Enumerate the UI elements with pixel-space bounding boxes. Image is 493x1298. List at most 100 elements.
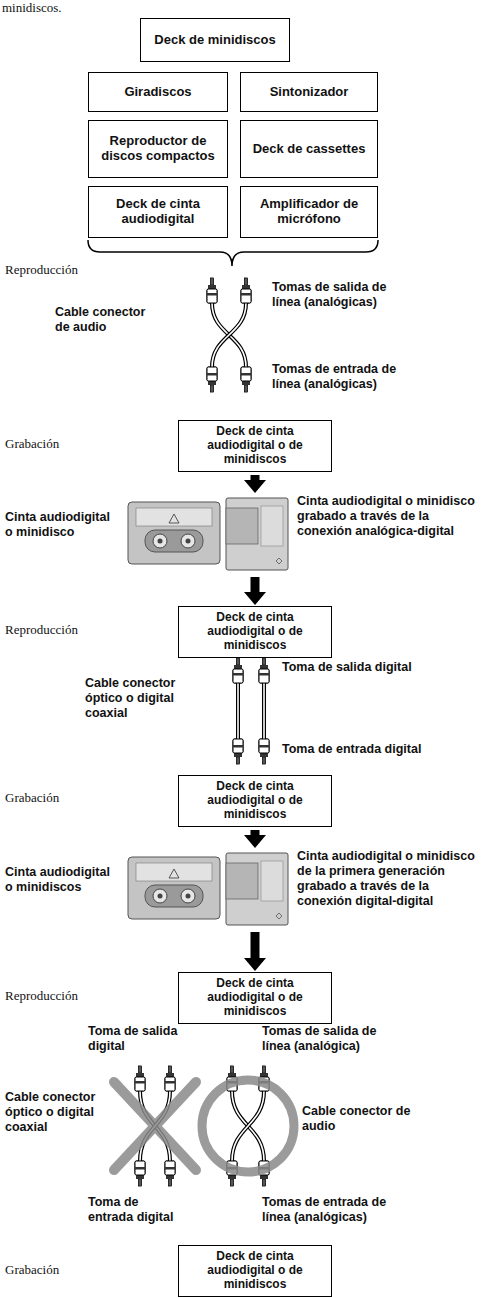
cable-wire [262,683,266,739]
plug-pin [245,278,248,285]
cable-wire [212,303,246,367]
device-box: Amplificador de micrófono [240,186,378,238]
cassette-reel [181,889,195,903]
plug-collar [208,381,216,385]
plug-pin [263,1179,266,1186]
plug-pin [263,658,266,665]
plug-band [259,673,269,676]
plug-body [207,289,217,303]
box-label: Sintonizador [270,85,349,100]
arrow-shaft [251,577,260,593]
arrow-head [244,480,266,493]
cassette-window [145,530,203,552]
plug-collar [260,1073,268,1077]
plug-pin [263,1066,266,1073]
plug-band [207,293,217,296]
plug-pin [211,385,214,392]
plug-body [135,1161,145,1175]
cassette-window [145,885,203,907]
plug-collar [242,285,250,289]
jack-label: Tomas de entrada de línea (analógicas) [262,1195,407,1225]
box-label: Deck de cinta audiodigital o de minidisc… [183,425,327,466]
plug-body [259,739,269,753]
cable-wire [263,683,265,739]
plug-collar [166,1073,174,1077]
plug-body [241,367,251,381]
plug-band [135,1167,145,1170]
box-label: Deck de cinta audiodigital o de minidisc… [183,611,327,652]
plug-pin [237,658,240,665]
jack-label: Tomas de entrada de línea (analógicas) [272,362,417,392]
plug-collar [242,285,250,289]
jack-label: Toma de entrada digital [88,1195,180,1225]
plug-band [233,745,243,748]
plug-pin [211,385,214,392]
plug-collar [260,665,268,669]
media-label: Cinta audiodigital o minidisco grabado a… [297,494,487,539]
flow-arrow [244,932,266,971]
box-label: Deck de minidiscos [154,33,275,48]
cassette-mark [169,514,179,523]
tape-minidisc-picture [127,496,292,574]
arrow-head [244,958,266,971]
cable-label: Cable conector de audio [55,305,160,335]
box-label: Deck de cinta audiodigital [93,197,223,227]
plug-collar [136,1175,144,1179]
plug-collar [166,1175,174,1179]
plug-pin [169,1179,172,1186]
plug-collar [136,1073,144,1077]
plug-collar [242,381,250,385]
minidisc-shell [226,853,288,925]
cable-wire [237,683,239,739]
plug-collar [228,1175,236,1179]
plug-band [241,293,251,296]
cassette-reel [153,889,167,903]
plug-band [259,673,269,676]
plug-body [165,1161,175,1175]
plug-band [241,373,251,376]
minidisc-mark [276,913,282,919]
plug-collar [166,1175,174,1179]
jack-label: Tomas de salida de línea (analógicas) [272,280,417,310]
device-box: Giradiscos [88,72,228,112]
plug-collar [234,753,242,757]
plug-collar [166,1073,174,1077]
device-box: Sintonizador [240,72,378,112]
plug-collar [228,1073,236,1077]
plug-body [233,669,243,683]
plug-pin [211,278,214,285]
plug-pin [139,1179,142,1186]
cassette-reel [153,534,167,548]
cable-label: Cable conector de audio [302,1104,412,1134]
plug-body [207,289,217,303]
device-box: Deck de cassettes [240,120,378,178]
media-illustration: Cinta audiodigital o minidiscoCinta audi… [5,494,488,574]
plug-body [259,739,269,753]
plug-band [233,673,243,676]
plug-pin [231,1179,234,1186]
media-illustration: Cinta audiodigital o minidiscosCinta aud… [5,849,488,929]
plug-band [207,373,217,376]
plug-collar [260,665,268,669]
device-box: Deck de cinta audiodigital o de minidisc… [178,1245,332,1297]
plug-pin [231,1179,234,1186]
plug-pin [263,757,266,764]
plug-pin [245,385,248,392]
device-box: Deck de cinta audiodigital o de minidisc… [178,606,332,658]
plug-pin [139,1066,142,1073]
cable-wire [212,303,246,367]
plug-collar [234,665,242,669]
plug-band [259,745,269,748]
plug-pin [139,1179,142,1186]
cable-wire [232,1091,264,1161]
cassette-shell [128,502,220,564]
plug-body [207,367,217,381]
stage-label: Grabación [5,790,115,806]
box-label: Deck de cinta audiodigital o de minidisc… [183,977,327,1018]
plug-band [241,293,251,296]
cable-illustration [207,278,251,392]
box-label: Deck de cinta audiodigital o de minidisc… [183,780,327,821]
prohibited-mark [114,1082,196,1170]
minidisc-label [261,861,283,901]
plug-pin [211,278,214,285]
